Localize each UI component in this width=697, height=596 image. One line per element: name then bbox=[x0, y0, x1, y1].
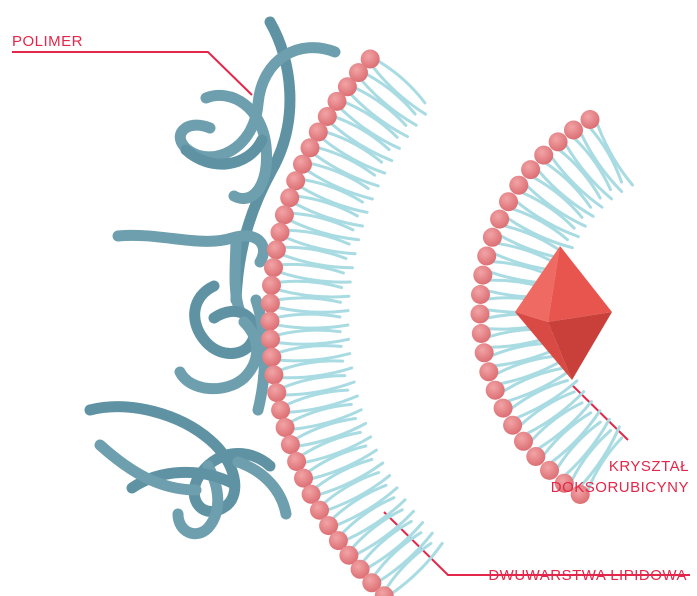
lipid-head bbox=[472, 324, 491, 343]
lipid-head bbox=[581, 110, 600, 129]
lipid-head bbox=[280, 188, 299, 207]
crystal-label-line2: DOKSORUBICYNY bbox=[551, 477, 689, 498]
crystal-label-line1: KRYSZTAŁ bbox=[551, 456, 689, 477]
lipid-tail bbox=[279, 339, 349, 344]
lipid-head bbox=[494, 399, 513, 418]
lipid-head bbox=[499, 192, 518, 211]
polymer-label: POLIMER bbox=[12, 31, 83, 52]
lipid-head bbox=[294, 469, 313, 488]
lipid-head bbox=[509, 176, 528, 195]
lipid-head bbox=[264, 365, 283, 384]
lipid-head bbox=[521, 160, 540, 179]
lipid-head bbox=[275, 205, 294, 224]
lipid-head bbox=[526, 447, 545, 466]
lipid-tail bbox=[278, 330, 340, 335]
lipid-head bbox=[281, 435, 300, 454]
lipid-head bbox=[301, 138, 320, 157]
lipid-head bbox=[261, 294, 280, 313]
lipid-head bbox=[471, 285, 490, 304]
lipid-head bbox=[483, 228, 502, 247]
lipid-head bbox=[490, 210, 509, 229]
lipid-head bbox=[479, 362, 498, 381]
lipid-head bbox=[267, 383, 286, 402]
lipid-head bbox=[564, 121, 583, 140]
lipid-head bbox=[473, 266, 492, 285]
lipid-head bbox=[264, 258, 283, 277]
polymer-strand bbox=[238, 462, 286, 514]
lipid-tail bbox=[278, 314, 340, 317]
lipid-head bbox=[471, 305, 490, 324]
lipid-tail bbox=[279, 290, 349, 297]
polymer-strand bbox=[235, 238, 240, 312]
doxorubicin-crystal-label: KRYSZTAŁ DOKSORUBICYNY bbox=[551, 456, 689, 498]
lipid-head bbox=[271, 223, 290, 242]
lipid-tail bbox=[317, 459, 372, 487]
lipid-tail bbox=[278, 325, 348, 328]
lipid-head bbox=[293, 155, 312, 174]
lipid-head bbox=[287, 452, 306, 471]
lipid-tail bbox=[278, 308, 348, 313]
lipid-head bbox=[262, 276, 281, 295]
lipid-head bbox=[286, 171, 305, 190]
lipid-head bbox=[475, 343, 494, 362]
lipid-head bbox=[534, 146, 553, 165]
lipid-head bbox=[271, 401, 290, 420]
lipid-head bbox=[267, 240, 286, 259]
lipid-head bbox=[276, 418, 295, 437]
lipid-head bbox=[514, 432, 533, 451]
lipid-head bbox=[486, 381, 505, 400]
lipid-head bbox=[262, 348, 281, 367]
lipid-head bbox=[503, 416, 522, 435]
lipid-head bbox=[261, 330, 280, 349]
polymer-leader-line bbox=[12, 52, 252, 95]
lipid-head bbox=[549, 132, 568, 151]
lipid-head bbox=[261, 312, 280, 331]
lipid-head bbox=[477, 247, 496, 266]
lipid-tail bbox=[279, 346, 341, 353]
lipid-bilayer-label: DWUWARSTWA LIPIDOWA bbox=[488, 565, 687, 586]
